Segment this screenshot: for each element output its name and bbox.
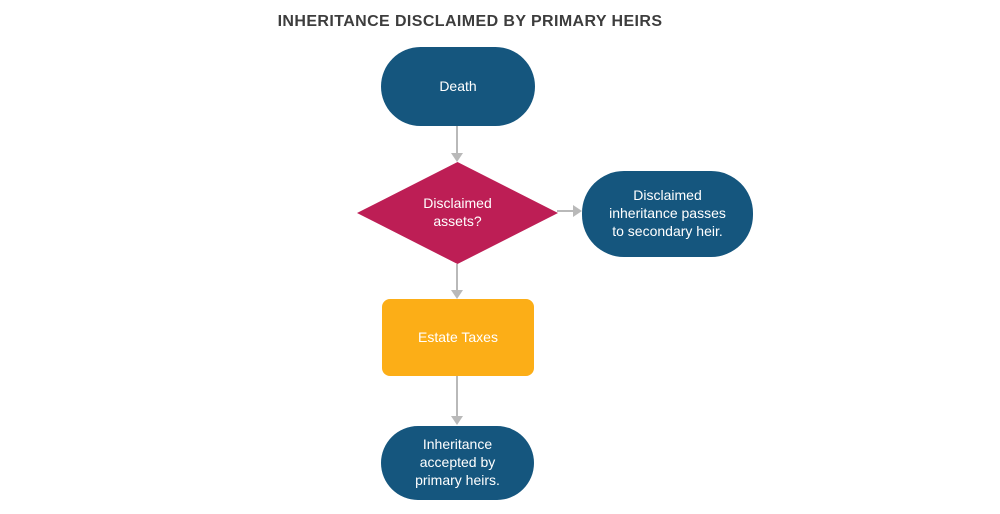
arrow-decision-to-secondary-heir (557, 205, 582, 217)
flow-node-label: Estate Taxes (418, 328, 498, 345)
arrow-line (456, 376, 458, 417)
flow-node-estate-taxes: Estate Taxes (382, 299, 534, 376)
diagram-title: INHERITANCE DISCLAIMED BY PRIMARY HEIRS (277, 13, 663, 30)
flow-node-secondary-heir: Disclaimed inheritance passes to seconda… (582, 171, 753, 257)
flow-node-label: Inheritance accepted by primary heirs. (415, 436, 500, 488)
arrowhead-down-icon (451, 290, 463, 299)
arrow-line (456, 264, 458, 291)
arrow-death-to-decision (451, 126, 463, 162)
arrowhead-down-icon (451, 416, 463, 425)
arrow-decision-to-estate-taxes (451, 264, 463, 299)
arrowhead-right-icon (573, 205, 582, 217)
flow-node-death: Death (381, 47, 535, 126)
arrowhead-down-icon (451, 153, 463, 162)
flow-node-disclaimed-assets: Disclaimed assets? (357, 162, 558, 264)
arrow-line (456, 126, 458, 154)
flow-node-label: Disclaimed assets? (423, 195, 492, 229)
flow-node-label: Disclaimed inheritance passes to seconda… (609, 187, 726, 239)
flow-node-label: Death (439, 77, 477, 94)
flow-node-primary-heirs: Inheritance accepted by primary heirs. (381, 426, 534, 500)
arrow-estate-taxes-to-primary-heirs (451, 376, 463, 425)
arrow-line (557, 210, 574, 212)
